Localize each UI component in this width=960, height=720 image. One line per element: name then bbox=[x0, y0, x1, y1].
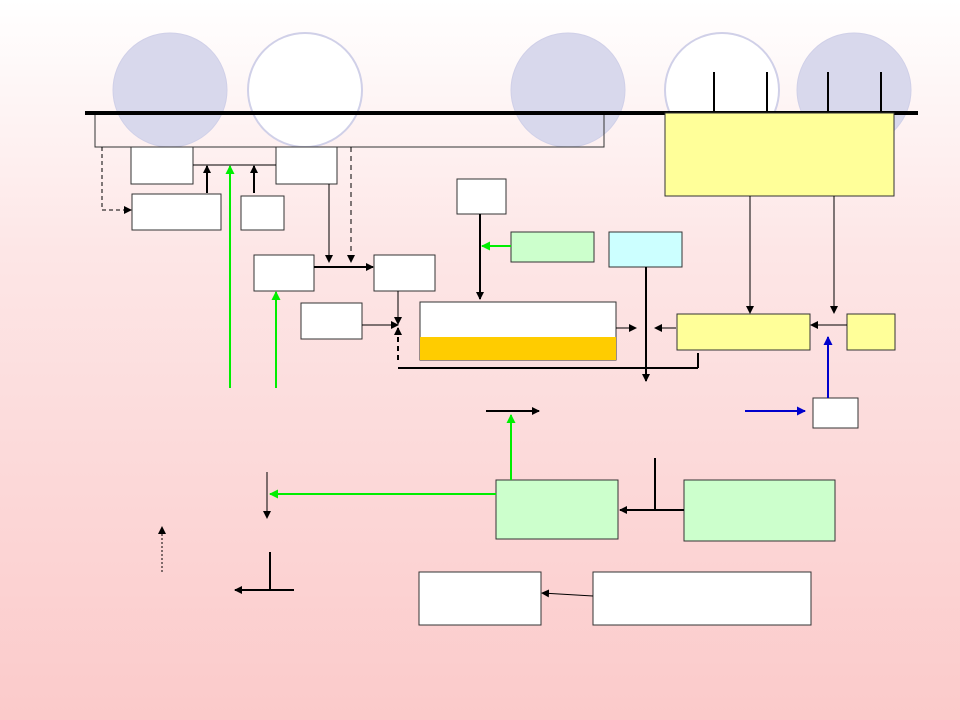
box-center-top bbox=[275, 146, 338, 185]
arrow-bottom-connect bbox=[541, 589, 594, 598]
box-mid-left bbox=[253, 254, 315, 292]
box-small-mid bbox=[240, 195, 285, 231]
green-connectors bbox=[225, 165, 516, 499]
circle-3 bbox=[510, 32, 626, 148]
box-bottom-right bbox=[592, 571, 812, 626]
blue-connectors bbox=[745, 336, 833, 416]
connector-left-dashed bbox=[101, 147, 132, 214]
box-mid-right bbox=[373, 254, 436, 292]
box-top-mid bbox=[456, 178, 507, 215]
box-right-small bbox=[812, 397, 859, 429]
green-box-large-left bbox=[495, 479, 619, 540]
black-connectors bbox=[101, 147, 847, 598]
box-lower-left bbox=[300, 302, 363, 340]
circle-2 bbox=[247, 32, 363, 148]
box-bottom-left bbox=[418, 571, 542, 626]
green-box-large-right bbox=[683, 479, 836, 542]
box-left-2 bbox=[131, 193, 222, 231]
tank-gold-band bbox=[420, 337, 616, 360]
circle-1 bbox=[112, 32, 228, 148]
top-frame bbox=[94, 115, 605, 148]
yellow-box-small bbox=[846, 313, 896, 351]
box-left-1 bbox=[130, 146, 194, 185]
yellow-box-mid bbox=[676, 313, 811, 351]
green-box-small bbox=[510, 231, 595, 263]
cyan-box bbox=[608, 231, 683, 268]
big-yellow-box bbox=[664, 112, 895, 197]
